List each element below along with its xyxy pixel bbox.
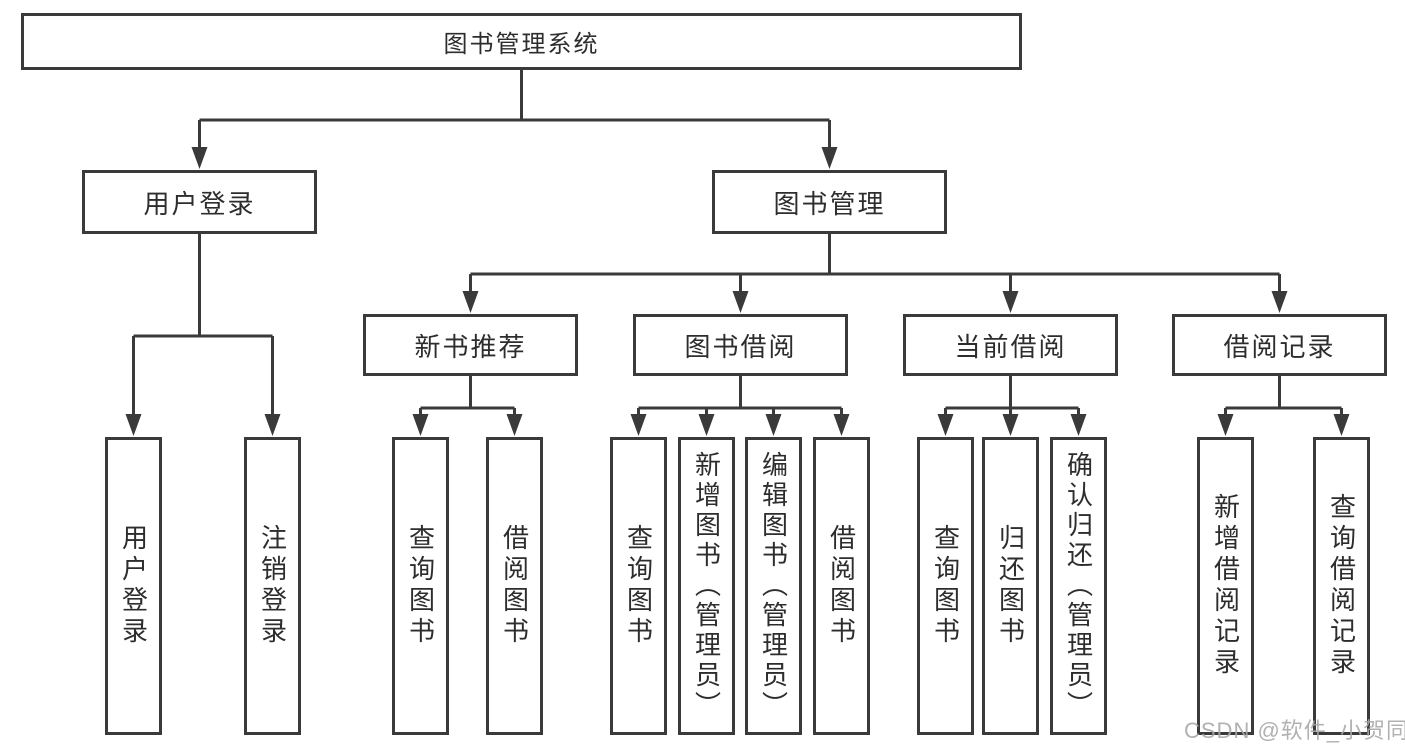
leaf-newbook-query-book-label: 查询图书 <box>405 524 436 648</box>
csdn-watermark: CSDN @软件_小贺同学 <box>1184 718 1405 743</box>
leaf-query-borrow-record: 查询借阅记录 <box>1313 437 1370 735</box>
leaf-borrow-book: 借阅图书 <box>813 437 870 735</box>
leaf-return-book-label: 归还图书 <box>995 524 1026 648</box>
node-root-system: 图书管理系统 <box>21 13 1022 70</box>
leaf-newbook-borrow-book-label: 借阅图书 <box>499 524 530 648</box>
leaf-borrow-book-label: 借阅图书 <box>826 524 857 648</box>
node-user-login-label: 用户登录 <box>143 188 256 219</box>
node-current-borrow-label: 当前借阅 <box>954 331 1067 362</box>
node-borrow-records-label: 借阅记录 <box>1223 331 1336 362</box>
leaf-add-book-admin: 新增图书（管理员） <box>678 437 735 735</box>
leaf-confirm-return-admin-label: 确认归还（管理员） <box>1063 451 1094 721</box>
leaf-add-book-admin-label: 新增图书（管理员） <box>691 451 722 721</box>
node-book-management: 图书管理 <box>712 170 947 234</box>
node-new-book-recommend: 新书推荐 <box>363 314 578 376</box>
node-book-management-label: 图书管理 <box>773 188 886 219</box>
node-root-label: 图书管理系统 <box>443 31 600 58</box>
node-user-login: 用户登录 <box>82 170 317 234</box>
leaf-user-login: 用户登录 <box>105 437 162 735</box>
node-book-borrow: 图书借阅 <box>633 314 848 376</box>
leaf-edit-book-admin-label: 编辑图书（管理员） <box>758 451 789 721</box>
leaf-add-borrow-record: 新增借阅记录 <box>1197 437 1254 735</box>
leaf-current-query-book-label: 查询图书 <box>930 524 961 648</box>
leaf-logout-label: 注销登录 <box>257 524 288 648</box>
leaf-borrow-query-book-label: 查询图书 <box>623 524 654 648</box>
node-book-borrow-label: 图书借阅 <box>684 331 797 362</box>
leaf-logout: 注销登录 <box>244 437 301 735</box>
leaf-borrow-query-book: 查询图书 <box>610 437 667 735</box>
leaf-add-borrow-record-label: 新增借阅记录 <box>1210 493 1241 679</box>
leaf-user-login-label: 用户登录 <box>118 524 149 648</box>
leaf-query-borrow-record-label: 查询借阅记录 <box>1326 493 1357 679</box>
leaf-newbook-borrow-book: 借阅图书 <box>486 437 543 735</box>
leaf-current-query-book: 查询图书 <box>917 437 974 735</box>
leaf-edit-book-admin: 编辑图书（管理员） <box>745 437 802 735</box>
node-new-book-recommend-label: 新书推荐 <box>414 331 527 362</box>
node-current-borrow: 当前借阅 <box>903 314 1118 376</box>
node-borrow-records: 借阅记录 <box>1172 314 1387 376</box>
leaf-newbook-query-book: 查询图书 <box>392 437 449 735</box>
leaf-confirm-return-admin: 确认归还（管理员） <box>1050 437 1107 735</box>
leaf-return-book: 归还图书 <box>982 437 1039 735</box>
